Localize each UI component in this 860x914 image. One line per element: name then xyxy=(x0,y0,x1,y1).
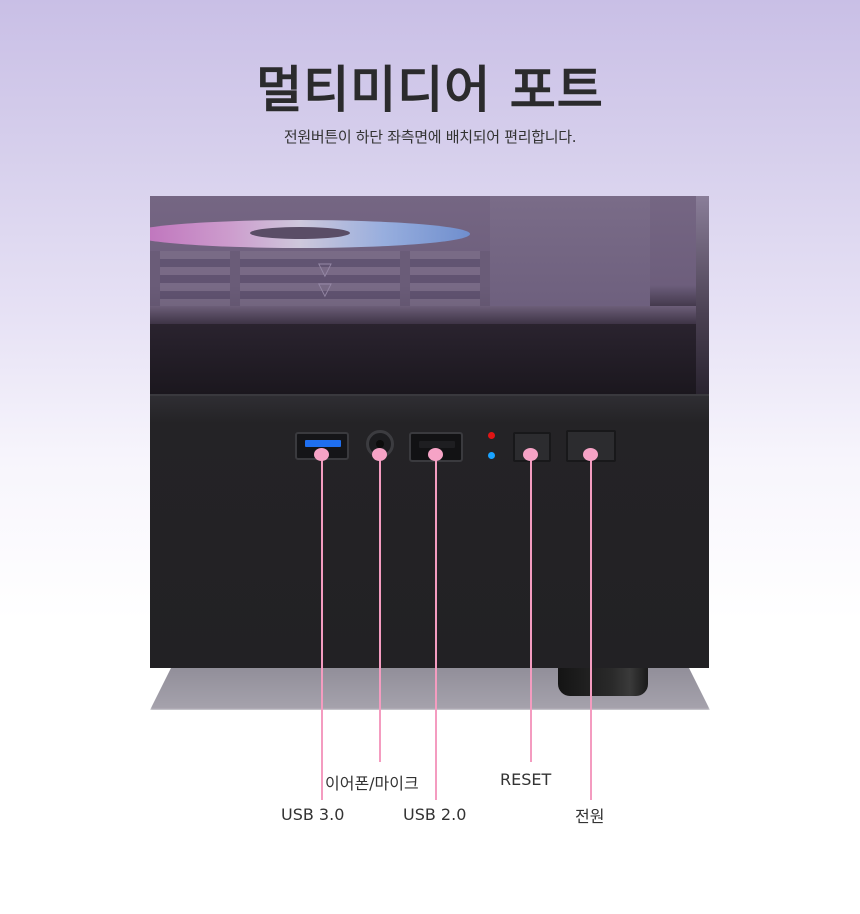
label-power: 전원 xyxy=(575,807,605,826)
callout-dot-reset xyxy=(523,448,538,461)
pc-case-image: ▽ ▽ xyxy=(150,196,709,668)
callout-dot-audio xyxy=(372,448,387,461)
power-led xyxy=(488,432,495,439)
callout-line-audio xyxy=(379,456,381,762)
page-subtitle: 전원버튼이 하단 좌측면에 배치되어 편리합니다. xyxy=(283,128,577,146)
usb2-tongue xyxy=(419,441,455,448)
tempered-glass-panel: ▽ ▽ xyxy=(150,196,696,394)
page-title: 멀티미디어 포트 xyxy=(256,61,604,119)
label-reset: RESET xyxy=(500,770,552,789)
case-foot xyxy=(558,666,648,696)
callout-dot-usb3 xyxy=(314,448,329,461)
audio-jack-hole xyxy=(376,440,384,448)
label-audio: 이어폰/마이크 xyxy=(325,774,419,793)
case-interior xyxy=(490,196,650,306)
airflow-arrow-icon: ▽ xyxy=(318,279,332,300)
airflow-arrow-icon: ▽ xyxy=(318,259,332,280)
label-usb3: USB 3.0 xyxy=(281,805,345,824)
callout-line-usb2 xyxy=(435,456,437,800)
callout-line-power xyxy=(590,456,592,800)
callout-dot-usb2 xyxy=(428,448,443,461)
usb3-tongue xyxy=(305,440,341,447)
callout-line-usb3 xyxy=(321,456,323,800)
hdd-led xyxy=(488,452,495,459)
callout-dot-power xyxy=(583,448,598,461)
glass-edge xyxy=(696,196,709,394)
psu-shroud-top xyxy=(150,306,696,324)
label-usb2: USB 2.0 xyxy=(403,805,467,824)
callout-line-reset xyxy=(530,456,532,762)
fan-hub xyxy=(250,227,350,239)
